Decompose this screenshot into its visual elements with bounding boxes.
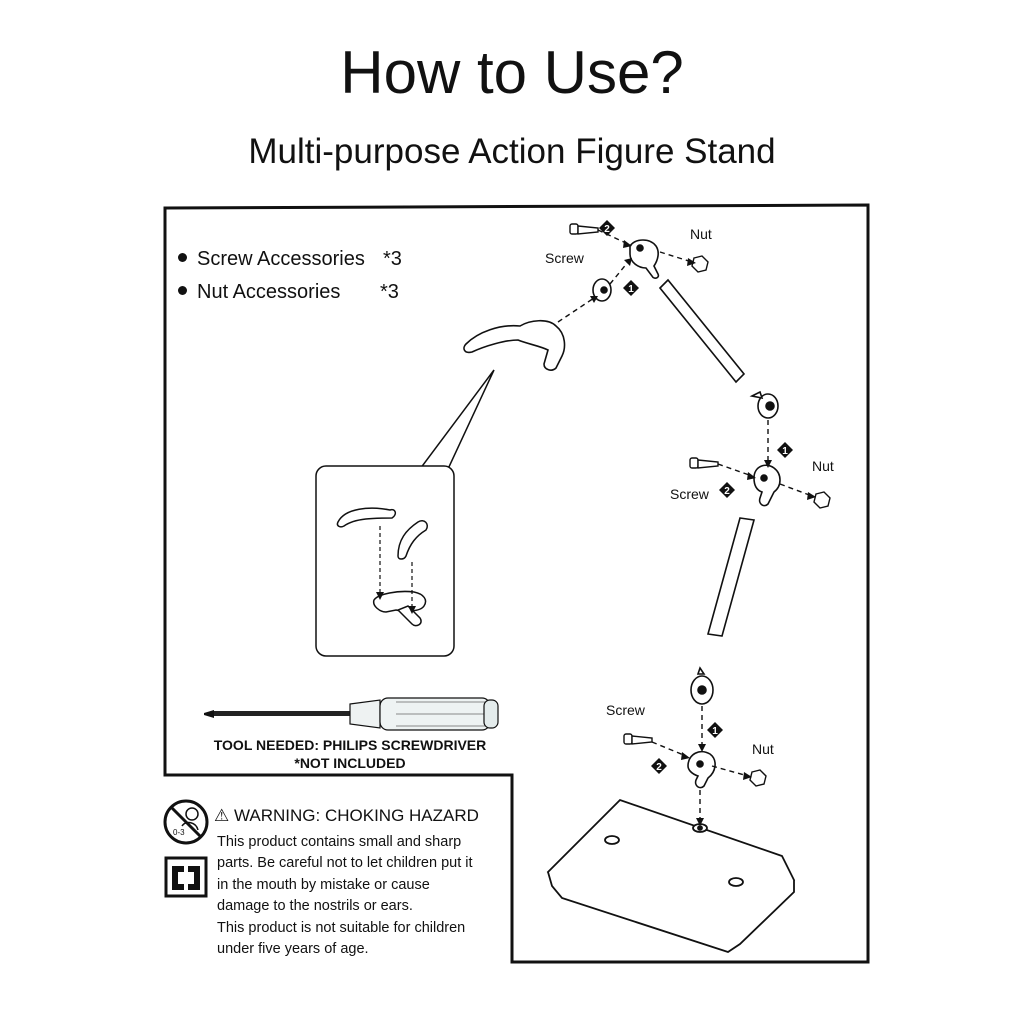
assembly-arrows [557,229,813,822]
head-clamp [463,319,566,371]
lower-screw [623,733,653,745]
screw-label: Screw [545,250,584,266]
step2-badge: 2 [724,486,730,497]
no-children-under-3-icon: 0-3 [163,799,209,845]
warning-line: damage to the nostrils or ears. [217,898,413,915]
nut-label: Nut [752,741,774,757]
warning-body: This product contains small and sharp pa… [217,832,502,960]
warning-triangle-icon: ⚠ [214,806,230,825]
bullet-icon [178,286,187,296]
top-screw [569,223,599,235]
nut-label: Nut [690,226,712,242]
step2-badge: 2 [656,762,662,773]
callout-arrows [379,526,413,612]
screw-label: Screw [670,486,709,502]
tool-needed-text: TOOL NEEDED: PHILIPS SCREWDRIVER [213,737,487,753]
recycle-icon [164,856,208,898]
warning-line: in the mouth by mistake or cause [217,876,430,893]
warning-line: This product contains small and sharp [217,834,462,850]
screwdriver-icon [204,697,499,731]
bullet-icon [178,253,187,263]
tool-not-included-text: *NOT INCLUDED [294,755,406,771]
step-badges [599,220,793,774]
step1-badge: 1 [782,446,788,457]
warning-heading: ⚠ WARNING: CHOKING HAZARD [214,806,479,826]
rod-lower [706,517,756,637]
accessory-screw: Screw Accessories [178,247,365,271]
main-frame [163,203,870,964]
accessory-nut: Nut Accessories [178,280,340,304]
rod-upper [658,278,746,384]
accessory-screw-qty: *3 [383,248,402,270]
callout-pointer [418,369,495,470]
warning-line: parts. Be careful not to let children pu… [217,855,473,872]
arrowheads [590,240,816,826]
accessory-label: Screw Accessories [197,248,365,270]
warning-title: WARNING: CHOKING HAZARD [233,806,479,825]
callout-box [315,465,455,657]
accessory-nut-qty: *3 [380,281,399,303]
base-plate [546,798,796,953]
warning-line: under five years of age. [217,941,369,958]
accessory-label: Nut Accessories [197,281,341,303]
step2-badge: 2 [604,224,610,235]
step-badge-numbers: 1 2 1 2 1 2 [604,224,788,773]
top-joint [592,239,660,302]
lower-joint [687,666,716,789]
middle-joint [749,390,781,507]
top-nut [691,255,709,273]
step1-badge: 1 [628,284,634,295]
page-subtitle: Multi-purpose Action Figure Stand [248,132,776,171]
age-label: 0-3 [173,828,185,837]
page-title: How to Use? [340,39,684,106]
warning-line: This product is not suitable for childre… [217,919,466,936]
lower-nut [749,769,767,787]
screw-label: Screw [606,702,645,718]
step1-badge: 1 [712,726,718,737]
nut-label: Nut [812,458,834,474]
middle-screw [689,457,719,469]
middle-nut [813,491,831,509]
